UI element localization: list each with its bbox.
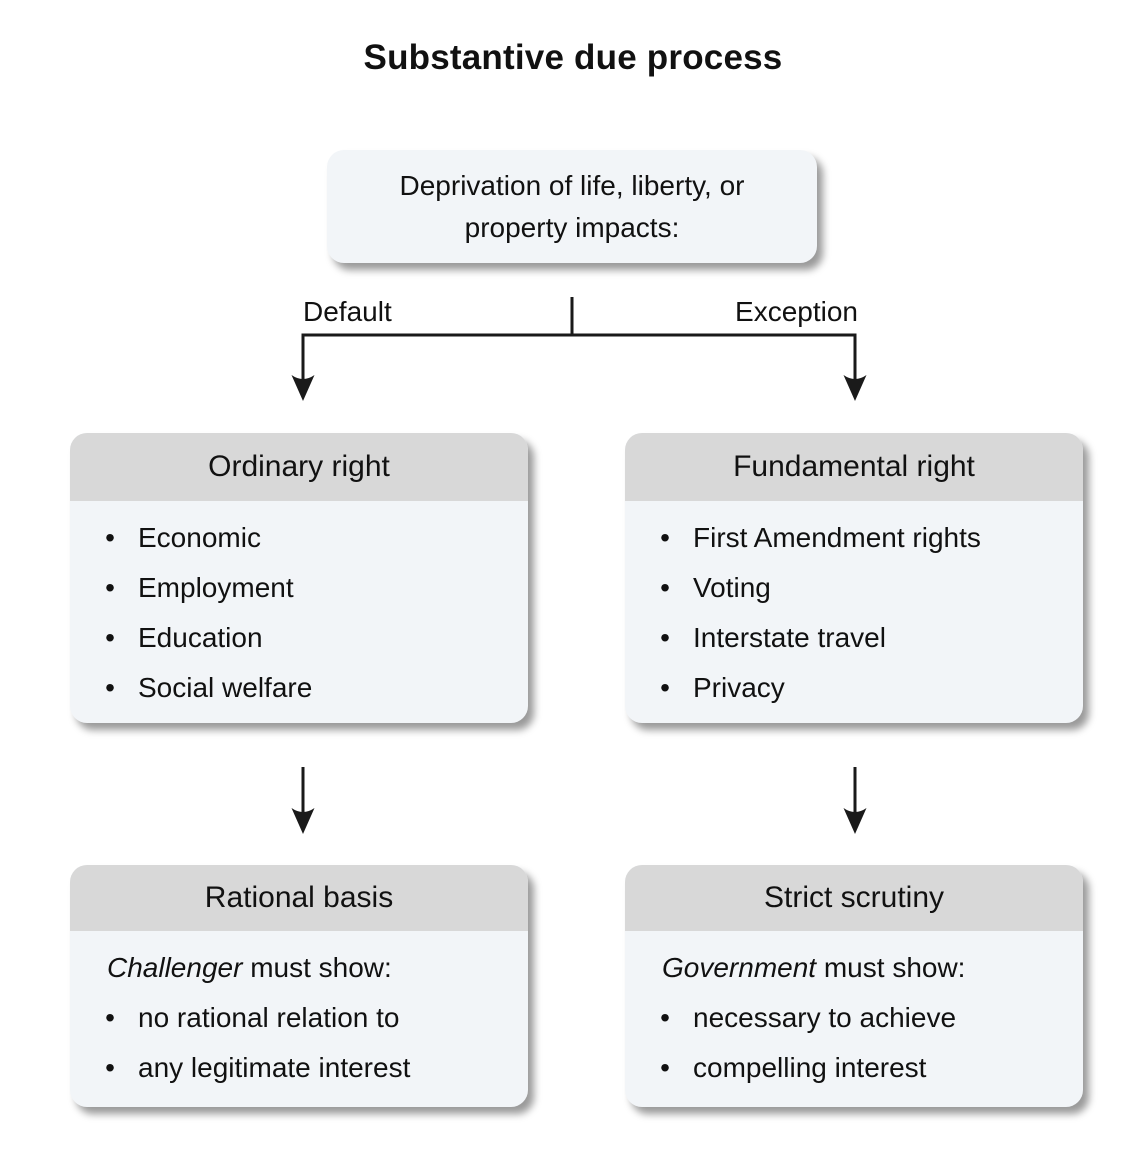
lead-italic-word: Government bbox=[662, 952, 817, 983]
bullet-icon: • bbox=[105, 622, 115, 653]
root-box: Deprivation of life, liberty, or propert… bbox=[327, 150, 817, 263]
branch-label-default: Default bbox=[303, 296, 392, 327]
down-arrowhead-left-branch-icon bbox=[291, 375, 315, 401]
root-box-line2: property impacts: bbox=[464, 211, 680, 243]
fundamental-right-box: Fundamental right • First Amendment righ… bbox=[625, 433, 1083, 723]
list-item: • Employment bbox=[103, 563, 528, 613]
bullet-icon: • bbox=[105, 522, 115, 553]
rational-basis-list: • no rational relation to • any legitima… bbox=[70, 993, 528, 1093]
bullet-icon: • bbox=[660, 1052, 670, 1083]
strict-scrutiny-lead: Government must show: bbox=[625, 943, 1083, 993]
list-item-label: compelling interest bbox=[693, 1052, 927, 1083]
lead-italic-word: Challenger bbox=[107, 952, 243, 983]
lead-rest: must show: bbox=[242, 952, 392, 983]
list-item: • compelling interest bbox=[658, 1043, 1083, 1093]
list-item: • Voting bbox=[658, 563, 1083, 613]
bullet-icon: • bbox=[660, 1002, 670, 1033]
branch-label-exception: Exception bbox=[735, 296, 858, 327]
strict-scrutiny-body: Government must show: • necessary to ach… bbox=[625, 931, 1083, 1093]
bullet-icon: • bbox=[105, 1052, 115, 1083]
bullet-icon: • bbox=[660, 522, 670, 553]
fundamental-right-header: Fundamental right bbox=[625, 433, 1083, 501]
list-item-label: any legitimate interest bbox=[138, 1052, 411, 1083]
bullet-icon: • bbox=[105, 1002, 115, 1033]
rational-basis-header: Rational basis bbox=[70, 865, 528, 931]
bullet-icon: • bbox=[105, 572, 115, 603]
strict-scrutiny-header: Strict scrutiny bbox=[625, 865, 1083, 931]
list-item: • Economic bbox=[103, 513, 528, 563]
down-arrowhead-right-mid-icon bbox=[843, 808, 867, 834]
rational-basis-box: Rational basis Challenger must show: • n… bbox=[70, 865, 528, 1107]
ordinary-right-box: Ordinary right • Economic • Employment •… bbox=[70, 433, 528, 723]
list-item: • Interstate travel bbox=[658, 613, 1083, 663]
list-item: • First Amendment rights bbox=[658, 513, 1083, 563]
list-item-label: Social welfare bbox=[138, 672, 313, 703]
bullet-icon: • bbox=[660, 672, 670, 703]
rational-basis-body: Challenger must show: • no rational rela… bbox=[70, 931, 528, 1093]
ordinary-right-body: • Economic • Employment • Education • So… bbox=[70, 501, 528, 713]
bullet-icon: • bbox=[660, 622, 670, 653]
list-item-label: Interstate travel bbox=[693, 622, 886, 653]
page-title: Substantive due process bbox=[363, 38, 783, 77]
fundamental-right-body: • First Amendment rights • Voting • Inte… bbox=[625, 501, 1083, 713]
down-arrowhead-right-branch-icon bbox=[843, 375, 867, 401]
list-item-label: no rational relation to bbox=[138, 1002, 400, 1033]
fundamental-right-list: • First Amendment rights • Voting • Inte… bbox=[625, 513, 1083, 713]
list-item: • Social welfare bbox=[103, 663, 528, 713]
list-item-label: Privacy bbox=[693, 672, 785, 703]
list-item: • necessary to achieve bbox=[658, 993, 1083, 1043]
list-item-label: First Amendment rights bbox=[693, 522, 981, 553]
list-item: • Privacy bbox=[658, 663, 1083, 713]
list-item-label: Education bbox=[138, 622, 263, 653]
bullet-icon: • bbox=[105, 672, 115, 703]
list-item: • Education bbox=[103, 613, 528, 663]
root-box-line1: Deprivation of life, liberty, or bbox=[399, 169, 745, 201]
list-item: • no rational relation to bbox=[103, 993, 528, 1043]
rational-basis-lead: Challenger must show: bbox=[70, 943, 528, 993]
list-item-label: Voting bbox=[693, 572, 771, 603]
ordinary-right-header: Ordinary right bbox=[70, 433, 528, 501]
list-item-label: Employment bbox=[138, 572, 294, 603]
list-item: • any legitimate interest bbox=[103, 1043, 528, 1093]
strict-scrutiny-list: • necessary to achieve • compelling inte… bbox=[625, 993, 1083, 1093]
bullet-icon: • bbox=[660, 572, 670, 603]
ordinary-right-list: • Economic • Employment • Education • So… bbox=[70, 513, 528, 713]
lead-rest: must show: bbox=[816, 952, 966, 983]
list-item-label: Economic bbox=[138, 522, 261, 553]
down-arrowhead-left-mid-icon bbox=[291, 808, 315, 834]
list-item-label: necessary to achieve bbox=[693, 1002, 957, 1033]
strict-scrutiny-box: Strict scrutiny Government must show: • … bbox=[625, 865, 1083, 1107]
